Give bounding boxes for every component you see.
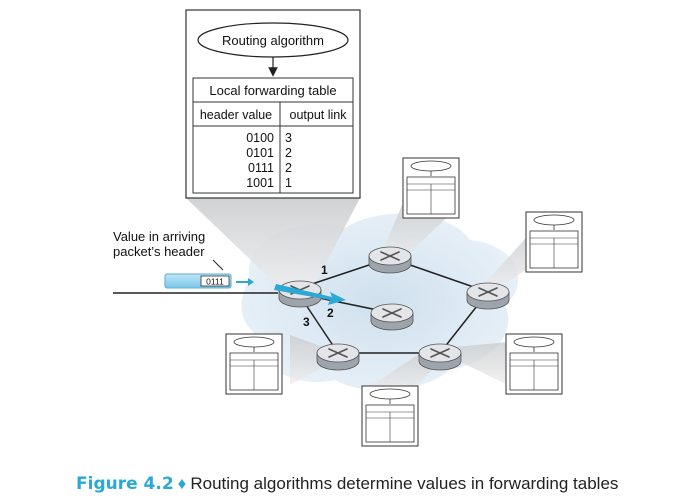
router-bottom-left	[316, 343, 360, 371]
local-forwarding-table	[192, 77, 354, 194]
table-row-output-link: 2	[285, 146, 292, 160]
router-bottom-right	[418, 343, 462, 371]
routing-algorithm-label: Routing algorithm	[222, 33, 324, 48]
packet-header-field	[200, 275, 230, 287]
arriving-label-line1: Value in arriving	[113, 229, 205, 244]
packet-arrow	[236, 278, 254, 286]
main-callout-beam	[186, 198, 360, 290]
link-label-1: 1	[321, 263, 328, 277]
router-middle	[370, 303, 414, 331]
callout-beam-left	[290, 335, 340, 385]
packet-header-value: 0111	[206, 277, 224, 287]
table-row-header-value: 1001	[246, 176, 274, 190]
forwarding-arrow	[274, 284, 346, 305]
figure-number: Figure 4.2	[76, 474, 174, 494]
table-row-output-link: 2	[285, 161, 292, 175]
callout-beam-right	[486, 238, 526, 288]
table-title: Local forwarding table	[209, 83, 336, 98]
router-right	[466, 282, 510, 310]
small-table-top-right	[402, 157, 460, 219]
table-col-header-value: header value	[200, 108, 272, 122]
arriving-label-leader	[212, 259, 224, 271]
router-top	[368, 246, 412, 274]
table-row-header-value: 0100	[246, 131, 274, 145]
table-col-output-link: output link	[290, 108, 348, 122]
figure-caption: Figure 4.2♦Routing algorithms determine …	[76, 474, 618, 494]
table-row-output-link: 1	[285, 176, 292, 190]
arriving-label-line2: packet’s header	[113, 244, 205, 259]
caption-separator: ♦	[177, 474, 187, 493]
small-table-bottom	[361, 385, 419, 447]
table-row-output-link: 3	[285, 131, 292, 145]
caption-text: Routing algorithms determine values in f…	[190, 474, 619, 493]
small-table-bottom-right	[505, 333, 563, 395]
table-row-header-value: 0111	[248, 161, 274, 175]
table-row-header-value: 0101	[246, 146, 274, 160]
small-table-right	[525, 211, 583, 273]
link-label-3: 3	[303, 315, 310, 329]
small-table-left	[225, 333, 283, 395]
link-label-2: 2	[327, 306, 334, 320]
